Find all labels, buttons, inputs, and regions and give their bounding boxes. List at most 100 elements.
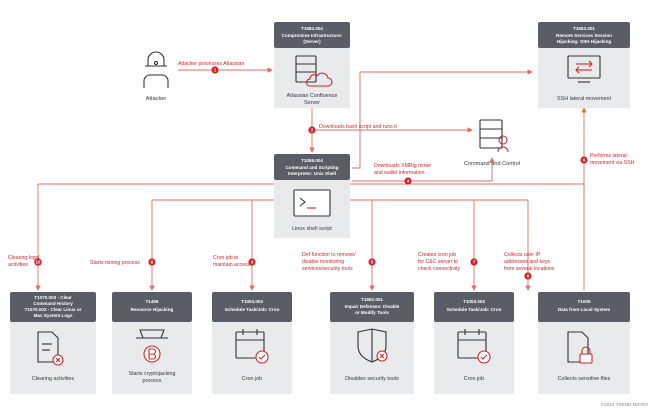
clearing-title-2: Command History [33,301,73,306]
step-9-text: Starts mining process [90,260,140,266]
shell-title-1: Command and Scripting [285,165,338,170]
step-8-num: 8 [527,274,530,279]
box-clearing: T1070.003 - Clear Command History T1070.… [10,292,96,394]
impair-id: T1562.001 [361,297,383,302]
attacker-node: Attacker [143,51,169,102]
step-3-text-1: Cron job to [213,255,238,261]
step-2-num: 2 [311,128,314,133]
ssh-label: SSH lateral movement [557,96,611,102]
step-8-text-2: addresses and keys [504,259,551,265]
cron2-title: Schedule Task/Job: Cron [447,307,502,312]
ssh-title-2: Hijacking: SSH Hijacking [557,39,612,44]
box-local-data: T1005 Data from Local System Collects se… [538,292,630,394]
box-shell: T1059.004 Command and Scripting Interpre… [274,154,350,238]
step-5-text-1: Def function to remove/ [302,252,356,258]
step-4-text-2: and wallet information [374,170,425,176]
step-3-num: 3 [251,260,254,265]
clearing-title-3: T1070.002 - Clear Linux or [25,307,82,312]
shell-title-2: Interpreter: Unix Shell [288,171,336,176]
cron2-id: T1053.003 [463,299,485,304]
impair-title-2: or Modify Tools [355,310,389,315]
calendar-check-icon [235,329,269,364]
step-4-num: 4 [407,179,410,184]
step-5-num: 5 [371,260,374,265]
step-6-text-1: Performs lateral [590,153,627,159]
c2-node: Command and Control [464,119,520,167]
step-2: 2 Downloads bash script and runs it [308,124,397,134]
hijacking-label-2: process [143,378,162,384]
shield-disable-icon [357,328,388,363]
step-7-text-3: check connectivity [418,266,461,272]
crypto-cart-icon [136,329,168,363]
ssh-id: T1563.001 [573,26,595,31]
box-cron-1: T1053.003 Schedule Task/Job: Cron Cron j… [212,292,292,394]
cron1-label: Cron job [242,376,262,382]
step-5: Def function to remove/ disable monitori… [302,252,376,272]
step-7-text-1: Creates cron job [418,252,456,258]
flow-to-ssh [359,69,533,76]
document-delete-icon [37,331,64,366]
confluence-label-1: Atlassian Confluence [287,93,338,99]
hijacking-id: T1496 [145,299,158,304]
server-cloud-icon [295,55,333,87]
step-3: Cron job to maintain access 3 [213,255,256,268]
impair-label: Disables security tools [345,376,399,382]
step-1-text: Attacker processes Atlassian [178,61,244,67]
clearing-title-1: T1070.003 - Clear [34,295,72,300]
monitor-transfer-icon [567,55,601,83]
step-2-text: Downloads bash script and runs it [319,124,397,130]
cron1-title: Schedule Task/Job: Cron [225,307,280,312]
box-cron-2: T1053.003 Schedule Task/Job: Cron Cron j… [434,292,514,394]
attacker-icon [143,51,169,88]
step-4: Downloads XMRig miner and wallet informa… [374,163,431,185]
step-1-num: 1 [214,68,217,73]
file-lock-icon [567,331,593,364]
c2-server-icon [479,119,509,153]
cron2-label: Cron job [464,376,484,382]
step-6-num: 6 [583,158,586,163]
localdata-label: Collects sensitive files [558,376,611,382]
step-10: Clearing logs/ activities 10 [8,255,42,268]
terminal-icon [293,189,331,217]
cron1-id: T1053.003 [241,299,263,304]
localdata-title: Data from Local System [558,307,610,312]
clearing-title-4: Mac System Logs [34,313,73,318]
box-confluence: T1584.004 Compromise Infrastructure: (Se… [274,22,350,108]
box-ssh-hijack: T1563.001 Remote Services Session Hijack… [538,22,630,108]
hijacking-title: Resource Hijacking [131,307,174,312]
c2-label: Command and Control [464,161,520,167]
shell-label: Linux shell script [292,226,332,232]
step-7-text-2: for C&C server to [418,259,458,265]
step-9: Starts mining process 9 [90,258,156,266]
confluence-title-1: Compromise Infrastructure: [282,33,343,38]
step-7: Creates cron job for C&C server to check… [418,252,478,272]
confluence-title-2: (Server) [303,39,321,44]
calendar-check-icon [457,329,491,364]
step-10-text-1: Clearing logs/ [8,255,40,261]
step-8-text-1: Collects user IP [504,252,541,258]
step-5-text-3: services/security tools [302,266,353,272]
step-8-text-3: from several locations [504,266,555,272]
step-8: Collects user IP addresses and keys from… [504,252,555,280]
box-hijacking: T1496 Resource Hijacking Starts cryptoja… [112,292,192,394]
step-6-text-2: movement via SSH [590,160,635,166]
step-6: 6 Performs lateral movement via SSH [580,153,635,166]
flow-shell-to-c2 [352,157,495,182]
hijacking-label-1: Starts cryptojacking [128,371,175,377]
step-10-text-2: activities [8,262,28,268]
attacker-label: Attacker [146,96,167,102]
step-7-num: 7 [473,260,476,265]
impair-title-1: Impair Defenses: Disable [345,304,400,309]
confluence-label-2: Server [304,100,320,106]
step-10-num: 10 [36,260,41,265]
clearing-label: Clearing activities [32,376,75,382]
credit: ©2024 TREND MICRO [601,401,649,407]
step-4-text-1: Downloads XMRig miner [374,163,431,169]
shell-id: T1059.004 [301,158,323,163]
flow-shell-up [352,76,361,169]
ssh-title-1: Remote Services Session [556,33,612,38]
localdata-id: T1005 [577,299,590,304]
step-5-text-2: disable monitoring [302,259,344,265]
confluence-id: T1584.004 [301,26,323,31]
